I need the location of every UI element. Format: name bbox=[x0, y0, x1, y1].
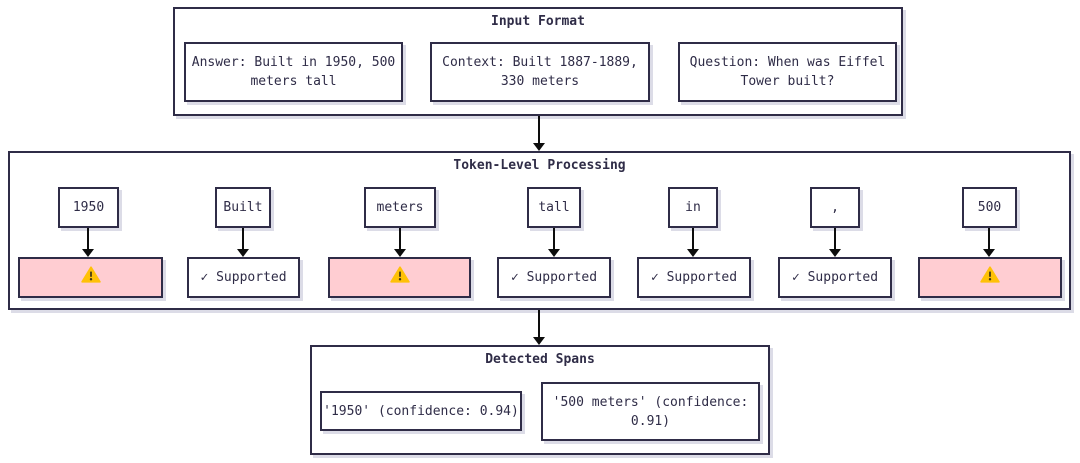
span-text: '500 meters' (confidence:0.91) bbox=[552, 394, 749, 429]
warning-triangle-icon bbox=[80, 266, 101, 289]
detected-spans-title: Detected Spans bbox=[485, 352, 595, 367]
token-box: 1950 bbox=[58, 187, 119, 228]
token-arrow bbox=[687, 228, 699, 257]
token-box: 500 bbox=[962, 187, 1017, 228]
token-arrow bbox=[82, 228, 94, 257]
supported-label: ✓ Supported bbox=[791, 270, 879, 285]
token-arrow bbox=[983, 228, 995, 257]
token-box: tall bbox=[527, 187, 581, 228]
token-arrow bbox=[829, 228, 841, 257]
context-box: Context: Built 1887-1889,330 meters bbox=[430, 42, 650, 102]
token-label: 500 bbox=[977, 200, 1002, 215]
supported-label: ✓ Supported bbox=[650, 270, 738, 285]
status-box-supported: ✓ Supported bbox=[497, 257, 611, 298]
flow-arrow-tokens-to-spans bbox=[533, 310, 545, 345]
status-box-supported: ✓ Supported bbox=[778, 257, 892, 298]
supported-label: ✓ Supported bbox=[200, 270, 287, 285]
token-processing-container: Token-Level Processing 1950 Built ✓ Supp… bbox=[8, 151, 1071, 310]
token-arrow bbox=[237, 228, 249, 257]
detected-span-box: '1950' (confidence: 0.94) bbox=[320, 391, 522, 431]
token-arrow bbox=[394, 228, 406, 257]
token-label: meters bbox=[376, 200, 424, 215]
input-format-title: Input Format bbox=[491, 14, 585, 29]
status-box-supported: ✓ Supported bbox=[187, 257, 300, 298]
status-box-warning bbox=[18, 257, 163, 298]
token-label: Built bbox=[223, 200, 263, 215]
detected-span-box: '500 meters' (confidence:0.91) bbox=[541, 382, 760, 441]
detected-spans-container: Detected Spans '1950' (confidence: 0.94)… bbox=[310, 345, 770, 455]
span-text: '1950' (confidence: 0.94) bbox=[323, 403, 519, 419]
supported-label: ✓ Supported bbox=[510, 270, 598, 285]
token-box: meters bbox=[364, 187, 436, 228]
token-box: Built bbox=[215, 187, 271, 228]
flow-arrow-input-to-tokens bbox=[533, 116, 545, 151]
status-box-supported: ✓ Supported bbox=[637, 257, 751, 298]
warning-triangle-icon bbox=[980, 266, 1000, 289]
token-processing-title: Token-Level Processing bbox=[453, 158, 626, 173]
context-text: Context: Built 1887-1889,330 meters bbox=[442, 55, 638, 89]
token-label: 1950 bbox=[72, 200, 105, 215]
status-box-warning bbox=[918, 257, 1062, 298]
token-label: tall bbox=[538, 200, 570, 215]
token-box: , bbox=[810, 187, 860, 228]
token-box: in bbox=[668, 187, 718, 228]
token-arrow bbox=[548, 228, 560, 257]
warning-triangle-icon bbox=[389, 266, 410, 289]
status-box-warning bbox=[328, 257, 471, 298]
token-label: , bbox=[831, 200, 839, 215]
token-label: in bbox=[685, 200, 701, 215]
